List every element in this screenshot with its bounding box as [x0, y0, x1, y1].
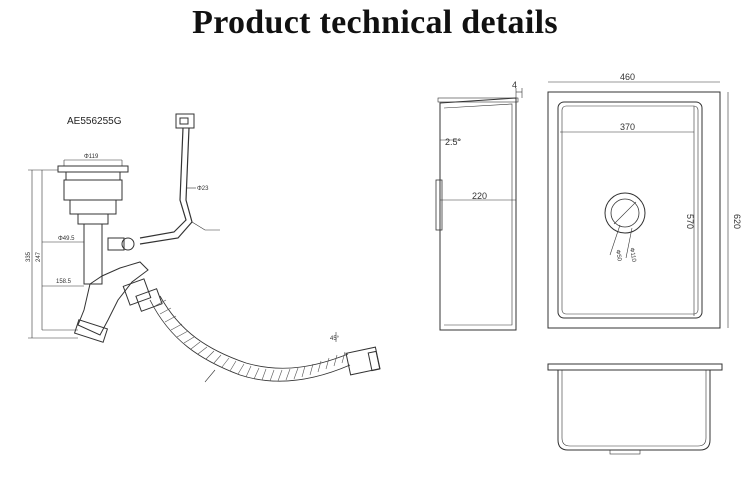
dim-d23: Φ23 [197, 186, 209, 192]
trap-nut [73, 319, 109, 343]
dim-inner-width: 370 [620, 122, 635, 132]
sink-outer-rim [547, 91, 721, 329]
tail-pipe [83, 223, 103, 285]
drain-assembly: AE556255G Φ23 Φ119 [26, 113, 381, 383]
sink-bowl [557, 101, 703, 319]
model-number: AE556255G [67, 116, 122, 127]
dim-d49: Φ49.5 [58, 236, 75, 242]
front-rim [547, 363, 723, 371]
dim-rim: 4 [512, 80, 517, 90]
dim-45deg: 45° [330, 336, 340, 342]
drain-outer-circle [604, 192, 646, 234]
side-drain [435, 179, 443, 231]
overflow-tube [139, 127, 187, 239]
dim-d158: 158.5 [56, 279, 72, 285]
strainer-body [63, 179, 123, 201]
drain-inner-circle [610, 198, 640, 228]
dim-width: 460 [620, 72, 635, 82]
dim-d119: Φ119 [84, 154, 99, 160]
trap-body [77, 261, 149, 336]
dim-angle: 2.5° [445, 137, 462, 147]
dim-depth: 220 [472, 191, 487, 201]
strainer-flange [57, 165, 129, 173]
sink-top-view: 460 370 570 620 Φ50 Φ110 [547, 72, 742, 329]
dim-h247: 247 [36, 251, 42, 262]
sink-side-view: 4 2.5° 220 [435, 80, 523, 331]
page-title: Product technical details [192, 4, 558, 41]
dim-drain-d1: Φ50 [614, 249, 622, 262]
dim-inner-length: 570 [685, 214, 695, 229]
dim-h335: 335 [26, 251, 32, 262]
dim-length: 620 [732, 214, 742, 229]
dim-drain-d2: Φ110 [628, 247, 637, 263]
sink-front-section [547, 363, 723, 455]
front-bowl [557, 370, 711, 451]
overflow-head [175, 113, 195, 129]
corrugated-hose [149, 295, 351, 382]
